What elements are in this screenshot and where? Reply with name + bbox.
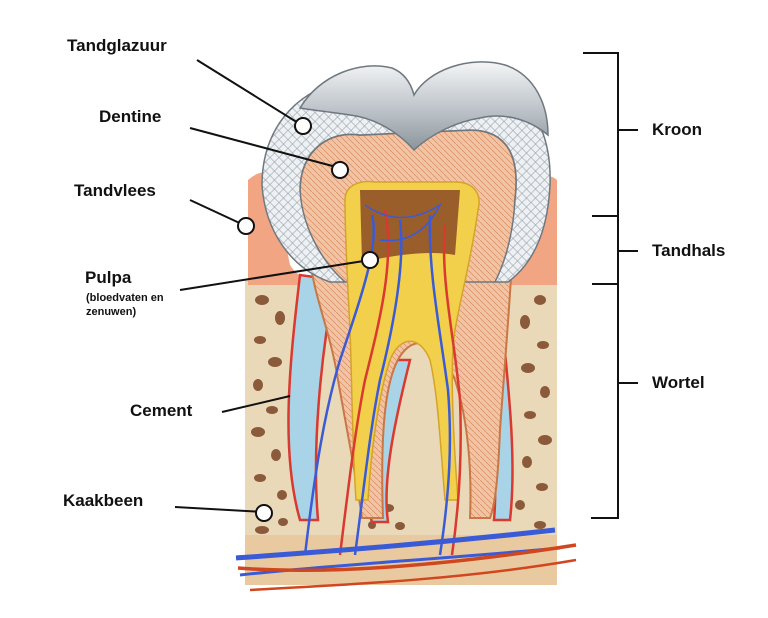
- leader-lines: [174, 59, 371, 513]
- marker-tandglazuur: [294, 117, 312, 135]
- label-pulpa-note-1: (bloedvaten en: [86, 292, 164, 304]
- crown-cap: [298, 61, 549, 152]
- label-kaakbeen: Kaakbeen: [63, 491, 144, 510]
- label-tandvlees: Tandvlees: [74, 181, 156, 200]
- label-tandglazuur: Tandglazuur: [67, 36, 167, 55]
- label-dentine: Dentine: [99, 107, 162, 126]
- blood-vessels: [235, 202, 577, 592]
- region-label-tandhals: Tandhals: [652, 241, 726, 260]
- region-label-wortel: Wortel: [652, 373, 705, 392]
- marker-kaakbeen: [255, 504, 273, 522]
- label-markers: [237, 117, 379, 522]
- region-label-kroon: Kroon: [652, 120, 703, 139]
- label-pulpa: Pulpa: [85, 268, 132, 287]
- label-pulpa-note-2: zenuwen): [86, 306, 137, 318]
- marker-dentine: [331, 161, 349, 179]
- marker-pulpa: [361, 251, 379, 269]
- label-cement: Cement: [130, 401, 193, 420]
- region-bracket: [583, 52, 638, 519]
- marker-tandvlees: [237, 217, 255, 235]
